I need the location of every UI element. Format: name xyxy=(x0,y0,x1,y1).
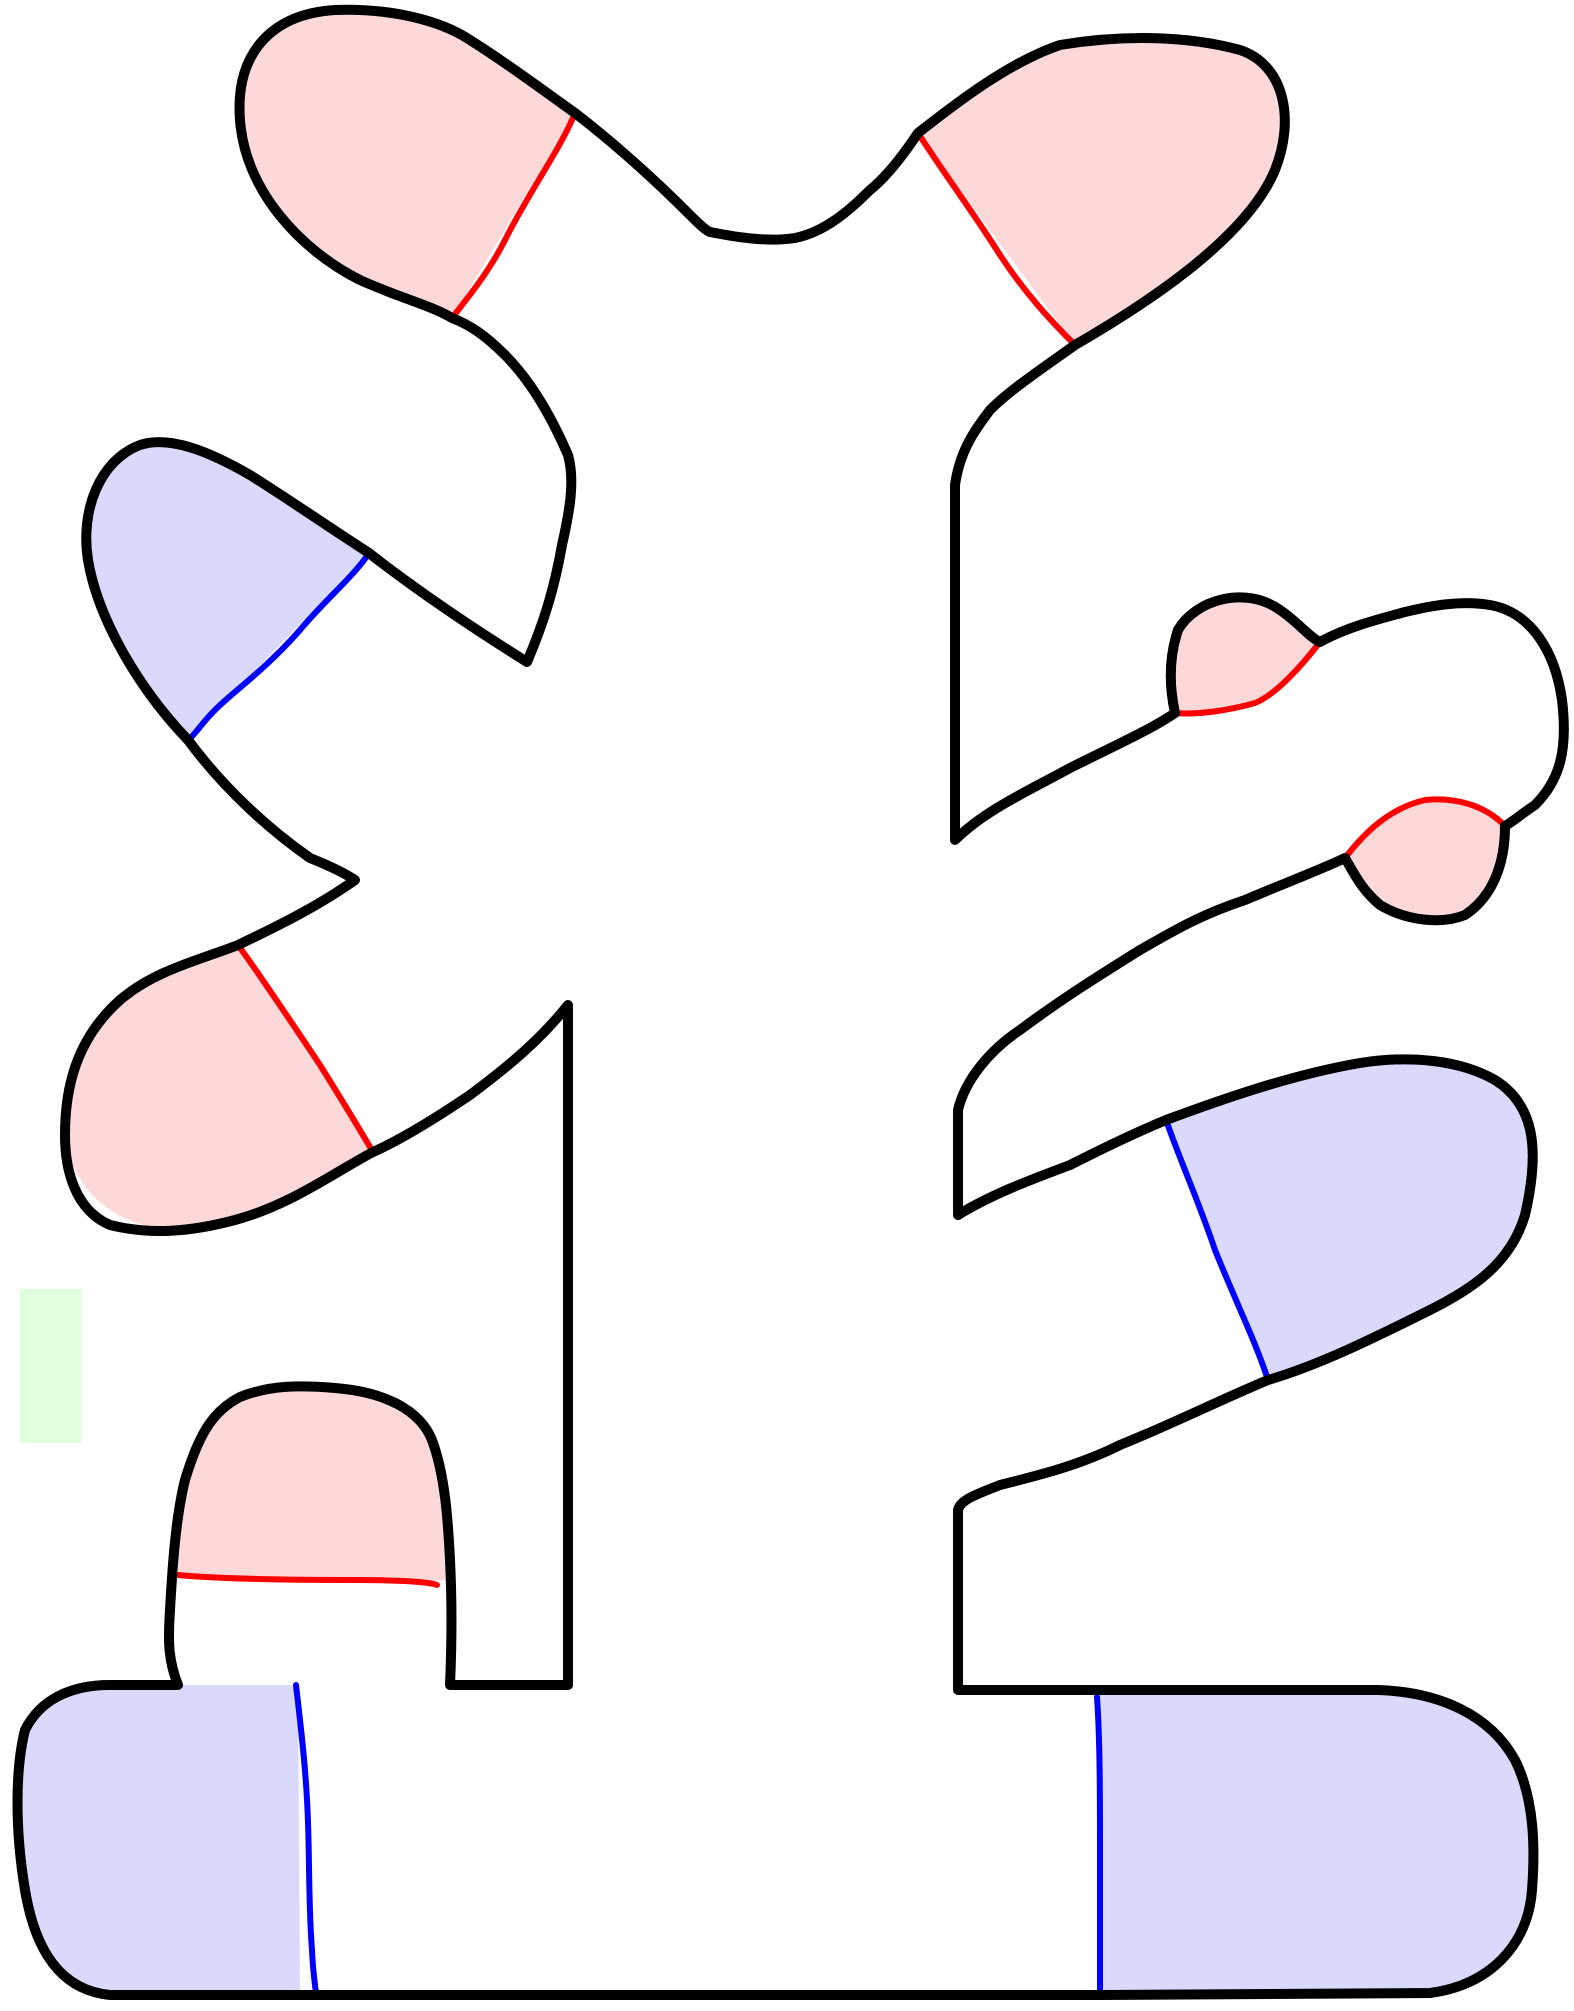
cut-line-right-small-lower-red xyxy=(1342,796,1508,861)
lobe-bottom-arch-fill xyxy=(178,1390,450,1581)
green-marker xyxy=(20,1289,82,1443)
cut-line-bottom-arch-red xyxy=(175,1572,440,1588)
lobe-right-small-lower-fill xyxy=(1345,799,1505,921)
lobe-upper-left-fill xyxy=(86,442,369,740)
cut-line-base-left-blue xyxy=(293,1682,319,1998)
lobe-top-right-fill xyxy=(918,38,1285,346)
cut-line-top-left-red xyxy=(449,110,578,321)
tree-outline xyxy=(12,4,1569,2000)
lobe-top-left-fill xyxy=(239,9,575,318)
cut-line-lower-right-blue xyxy=(1163,1117,1271,1383)
lobe-lower-right-fill xyxy=(1166,1059,1533,1380)
cut-line-middle-left-red xyxy=(235,942,376,1155)
lobe-middle-left-fill xyxy=(65,945,373,1231)
cut-line-upper-left-blue xyxy=(185,550,372,743)
cut-line-right-small-upper-red xyxy=(1172,639,1323,717)
lobe-base-right-fill xyxy=(1096,1690,1534,1995)
lobe-base-left-fill xyxy=(17,1685,300,1995)
cut-line-top-right-red xyxy=(915,130,1078,348)
cut-line-base-right-blue xyxy=(1094,1694,1104,1996)
lobe-right-small-upper-fill xyxy=(1170,597,1320,714)
